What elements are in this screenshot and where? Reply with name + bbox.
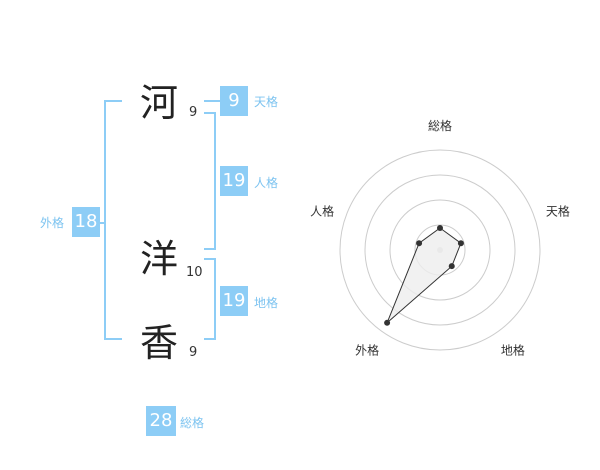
gaikaku-bracket-top bbox=[104, 100, 122, 102]
chikaku-bracket-top bbox=[204, 258, 216, 260]
gaikaku-bracket-vertical bbox=[104, 100, 106, 340]
radar-grid-ring bbox=[339, 149, 541, 351]
radar-axis-label: 天格 bbox=[546, 204, 570, 219]
chikaku-value-box: 19 bbox=[220, 286, 248, 316]
gaikaku-bracket-tick bbox=[96, 222, 104, 224]
soukaku-label: 総格 bbox=[180, 416, 205, 430]
radar-point-2 bbox=[457, 240, 464, 247]
gaikaku-label: 外格 bbox=[40, 216, 65, 230]
jinkaku-bracket-vertical bbox=[214, 112, 216, 250]
soukaku-value-box: 28 bbox=[146, 406, 176, 436]
radar-point-5 bbox=[416, 240, 423, 247]
tenkaku-bracket-line bbox=[204, 100, 220, 102]
radar-series-polygon bbox=[386, 227, 462, 324]
jinkaku-bracket-bottom bbox=[204, 248, 216, 250]
radar-axis-label: 地格 bbox=[501, 342, 525, 357]
jinkaku-value-box: 19 bbox=[220, 166, 248, 196]
radar-axis-label: 総格 bbox=[428, 118, 452, 133]
jinkaku-bracket-top bbox=[204, 112, 216, 114]
gaikaku-bracket-bottom bbox=[104, 338, 122, 340]
chikaku-bracket-bottom bbox=[204, 338, 216, 340]
radar-point-3 bbox=[448, 263, 455, 270]
tenkaku-label: 天格 bbox=[254, 95, 279, 109]
stroke-count-3: 9 bbox=[189, 345, 198, 360]
radar-grid-ring bbox=[364, 174, 516, 326]
radar-grid-ring bbox=[389, 199, 491, 301]
stroke-count-2: 10 bbox=[186, 265, 203, 280]
jinkaku-label: 人格 bbox=[254, 176, 279, 190]
radar-axis-label: 外格 bbox=[355, 342, 379, 357]
radar-axis-label: 人格 bbox=[310, 204, 334, 219]
gaikaku-value-box: 18 bbox=[72, 207, 100, 237]
stroke-count-1: 9 bbox=[189, 105, 198, 120]
tenkaku-value-box: 9 bbox=[220, 86, 248, 116]
name-char-2: 洋 bbox=[140, 237, 179, 281]
radar-point-4 bbox=[384, 319, 391, 326]
chikaku-label: 地格 bbox=[254, 296, 279, 310]
chikaku-bracket-vertical bbox=[214, 258, 216, 340]
name-char-3: 香 bbox=[140, 321, 179, 365]
radar-point-1 bbox=[437, 225, 443, 231]
name-char-1: 河 bbox=[140, 81, 179, 125]
